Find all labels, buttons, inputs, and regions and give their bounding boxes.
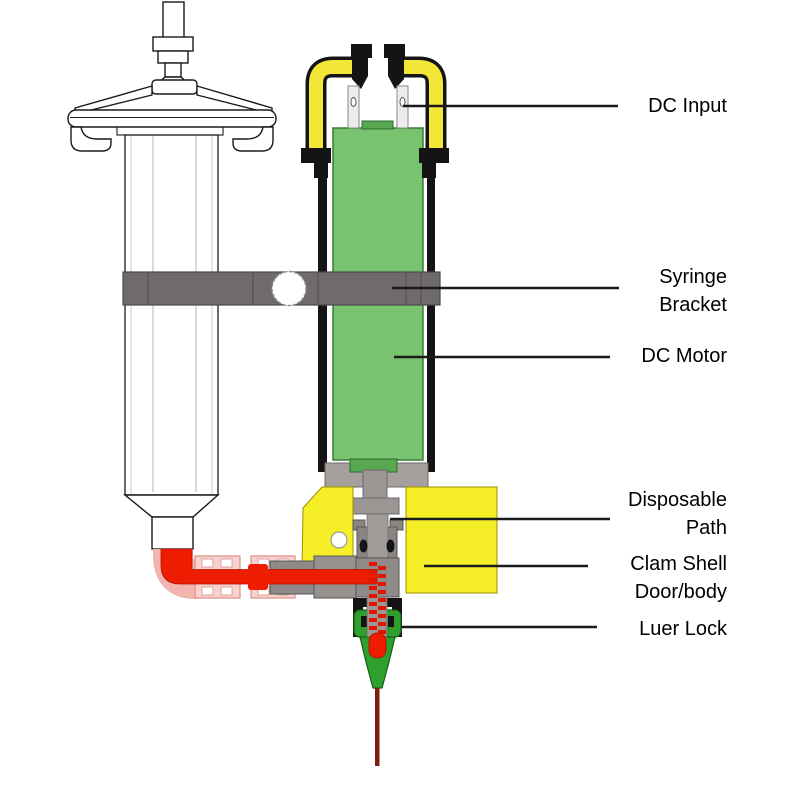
label-disposable-path-line2: Path — [685, 516, 727, 539]
bracket-thumb-hole — [271, 270, 307, 307]
label-syringe-bracket-line2: Bracket — [659, 293, 727, 316]
label-disposable-path: Disposable Path — [628, 487, 727, 542]
terminal-hole-right — [399, 97, 406, 107]
connector-right — [384, 44, 405, 89]
gearbox — [324, 458, 429, 515]
label-dc-input: DC Input — [648, 93, 727, 121]
label-dc-motor-line1: DC Motor — [641, 345, 727, 367]
cable-right — [397, 60, 443, 158]
fluid-path — [153, 548, 378, 599]
dispenser-body — [301, 44, 449, 472]
casing-left — [318, 162, 327, 472]
flange-hook-right — [232, 126, 274, 152]
label-luer-lock-line1: Luer Lock — [639, 618, 727, 640]
cable-mount-left — [301, 148, 331, 178]
barrel — [124, 134, 219, 496]
label-clam-shell-line1: Clam Shell — [630, 553, 727, 575]
o-ring-left — [359, 539, 368, 553]
casing-right — [427, 162, 435, 472]
luer-lock-assembly — [353, 562, 402, 766]
motor-top-tab — [361, 120, 394, 130]
terminal-hole-left — [350, 97, 357, 107]
o-ring-right — [386, 539, 395, 553]
label-syringe-bracket-line1: Syringe — [659, 266, 727, 288]
barrel-taper — [123, 494, 220, 518]
plunger-cap — [152, 36, 194, 52]
bracket-seams — [147, 273, 422, 304]
label-dc-motor: DC Motor — [641, 343, 727, 371]
label-clam-shell: Clam Shell Door/body — [630, 551, 727, 606]
plunger-neck — [164, 62, 182, 78]
flange-ring — [67, 109, 277, 128]
connector-left — [351, 44, 372, 89]
plunger-cap-lower — [157, 50, 189, 64]
luer-hook-left — [361, 616, 367, 627]
flange-hook-left — [70, 126, 112, 152]
plunger-rod — [162, 1, 185, 39]
dc-input-terminals — [347, 85, 409, 129]
label-luer-lock: Luer Lock — [639, 616, 727, 644]
door-hole — [330, 531, 348, 549]
fluid-chamber — [368, 632, 387, 659]
clam-shell-body — [405, 486, 498, 594]
barrel-nozzle — [151, 516, 194, 550]
thread-screw — [369, 562, 386, 634]
label-disposable-path-line1: Disposable — [628, 489, 727, 511]
red-tube — [160, 548, 378, 585]
leader-lines — [390, 104, 619, 629]
shaft-coupler — [352, 497, 400, 515]
needle — [375, 688, 380, 766]
red-tube-bulge — [248, 564, 268, 590]
label-clam-shell-line2: Door/body — [634, 580, 727, 603]
syringe — [67, 1, 277, 550]
cable-mount-right — [419, 148, 449, 178]
label-syringe-bracket: Syringe Bracket — [659, 264, 727, 319]
path-center-column — [366, 513, 389, 559]
luer-hook-right — [388, 616, 394, 627]
cable-left — [309, 60, 365, 158]
flange-hub — [151, 79, 198, 95]
label-dc-input-line1: DC Input — [648, 95, 727, 117]
